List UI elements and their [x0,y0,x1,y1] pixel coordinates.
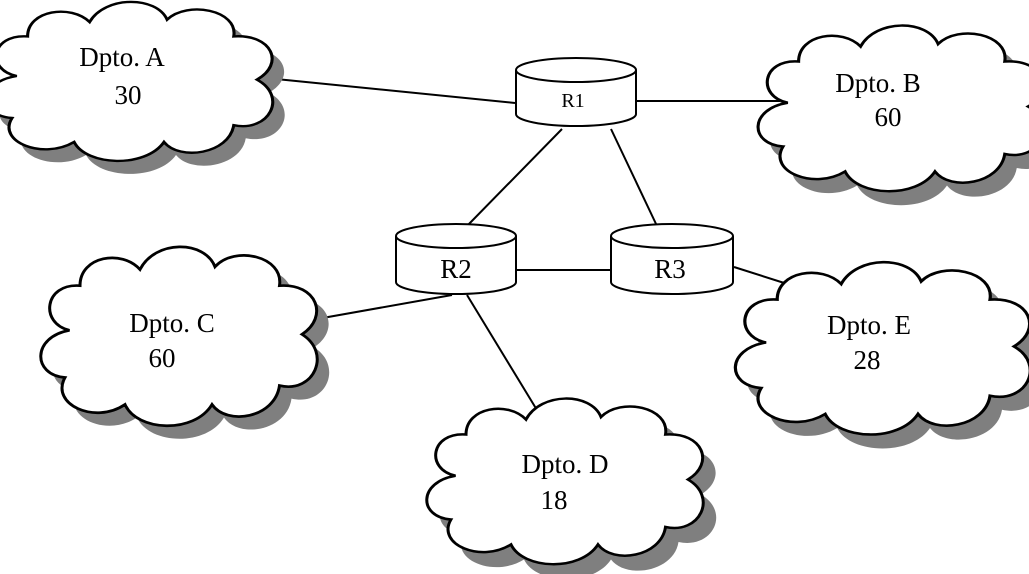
router-r3-label: R3 [654,254,686,284]
dpto-e-hosts: 28 [854,345,881,375]
dpto-b-name: Dpto. B [835,68,921,98]
link-dpto-a-r1 [275,78,516,104]
router-r1: R1 [515,57,637,127]
cloud-dpto-d: Dpto. D 18 [425,397,717,574]
dpto-a-name: Dpto. A [79,42,165,72]
link-r1-r2 [466,128,563,227]
dpto-a-hosts: 30 [115,80,142,110]
router-r1-label: R1 [561,90,584,112]
dpto-d-name: Dpto. D [522,449,609,479]
link-r2-dpto-d [466,294,541,416]
link-r1-r3 [610,128,658,227]
cloud-dpto-e: Dpto. E 28 [733,260,1029,449]
cloud-dpto-b: Dpto. B 60 [756,24,1029,206]
router-r2-label: R2 [440,254,472,284]
router-r3: R3 [610,223,734,295]
cloud-dpto-a: Dpto. A 30 [0,0,285,174]
cloud-dpto-c: Dpto. C 60 [39,245,330,439]
dpto-c-name: Dpto. C [129,308,215,338]
dpto-d-hosts: 18 [541,485,568,515]
router-r2: R2 [395,223,517,295]
dpto-b-hosts: 60 [875,102,902,132]
dpto-c-hosts: 60 [149,343,176,373]
dpto-e-name: Dpto. E [827,310,911,340]
links [275,78,801,416]
